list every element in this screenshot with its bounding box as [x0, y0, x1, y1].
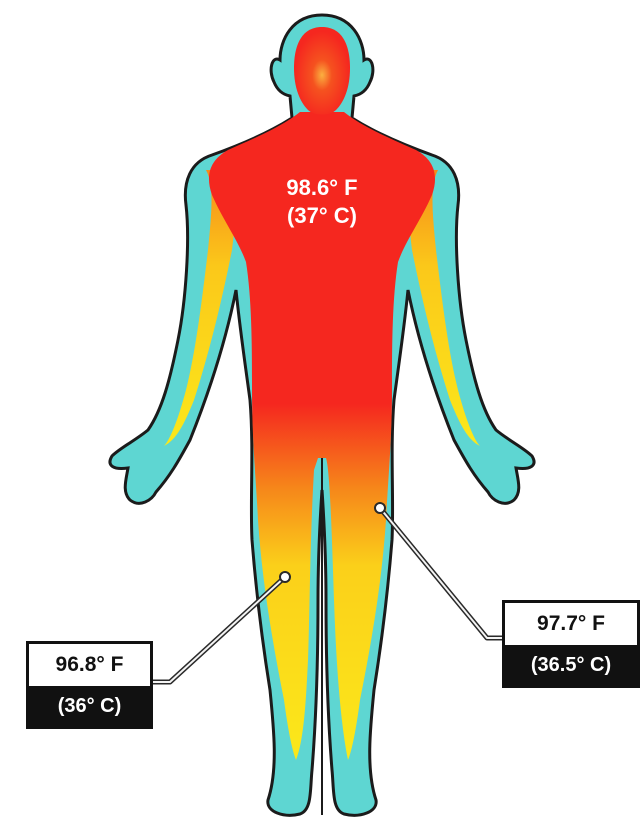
thigh-fahrenheit: 97.7° F — [505, 603, 637, 645]
lower-leg-fahrenheit: 96.8° F — [29, 644, 150, 686]
thigh-leader — [375, 503, 506, 638]
lower-leg-celsius: (36° C) — [29, 686, 150, 726]
core-fahrenheit: 98.6° F — [252, 174, 392, 202]
core-celsius: (37° C) — [252, 202, 392, 230]
head-heat — [294, 27, 350, 115]
thigh-temperature-label: 97.7° F (36.5° C) — [502, 600, 640, 688]
lower-leg-temperature-label: 96.8° F (36° C) — [26, 641, 153, 729]
core-temperature-label: 98.6° F (37° C) — [252, 174, 392, 230]
thigh-celsius: (36.5° C) — [505, 645, 637, 685]
